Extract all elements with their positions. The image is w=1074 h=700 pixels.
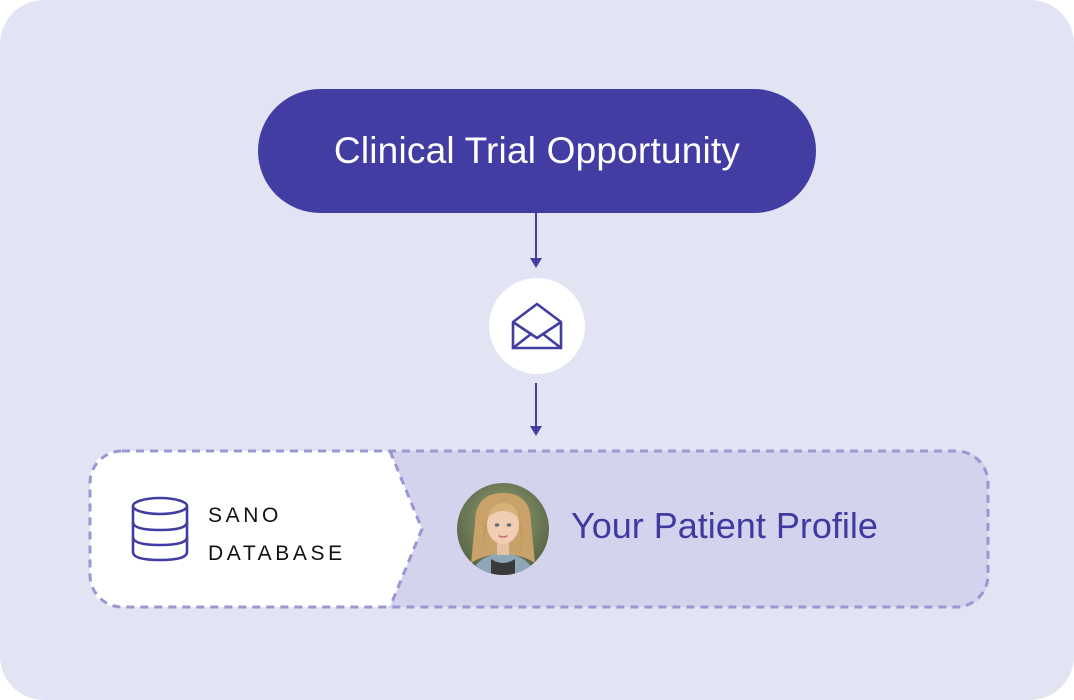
message-node — [489, 278, 585, 374]
patient-profile-label: Your Patient Profile — [571, 505, 878, 546]
patient-avatar — [457, 483, 549, 575]
profile-panel-fill — [390, 451, 988, 607]
clinical-trial-title: Clinical Trial Opportunity — [333, 130, 741, 171]
database-label-line1: SANO — [208, 504, 282, 527]
database-label: SANO DATABASE — [208, 497, 346, 573]
database-panel-fill — [90, 451, 422, 607]
patient-avatar-image — [457, 483, 549, 575]
envelope-open-icon — [511, 302, 563, 350]
chevron-divider — [388, 450, 424, 608]
clinical-trial-pill: Clinical Trial Opportunity — [258, 89, 816, 213]
database-stack-icon — [131, 496, 189, 562]
container-dashed-border — [88, 449, 990, 609]
database-label-line2: DATABASE — [208, 542, 346, 565]
